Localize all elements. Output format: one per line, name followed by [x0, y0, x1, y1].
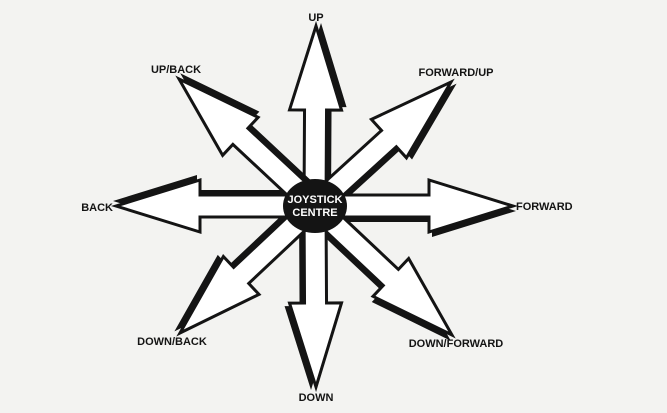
label-back: BACK: [81, 202, 113, 214]
label-forward-up: FORWARD/UP: [419, 67, 494, 79]
label-down: DOWN: [299, 392, 334, 404]
label-forward: FORWARD: [516, 201, 573, 213]
label-down-back: DOWN/BACK: [137, 336, 207, 348]
label-down-forward: DOWN/FORWARD: [409, 338, 504, 350]
centre-label-line1: JOYSTICK: [287, 194, 342, 206]
joystick-centre-disc: [283, 179, 347, 233]
arrow-group: [110, 20, 519, 393]
label-up-back: UP/BACK: [151, 64, 201, 76]
centre-label-line2: CENTRE: [292, 207, 337, 219]
label-up: UP: [308, 12, 323, 24]
